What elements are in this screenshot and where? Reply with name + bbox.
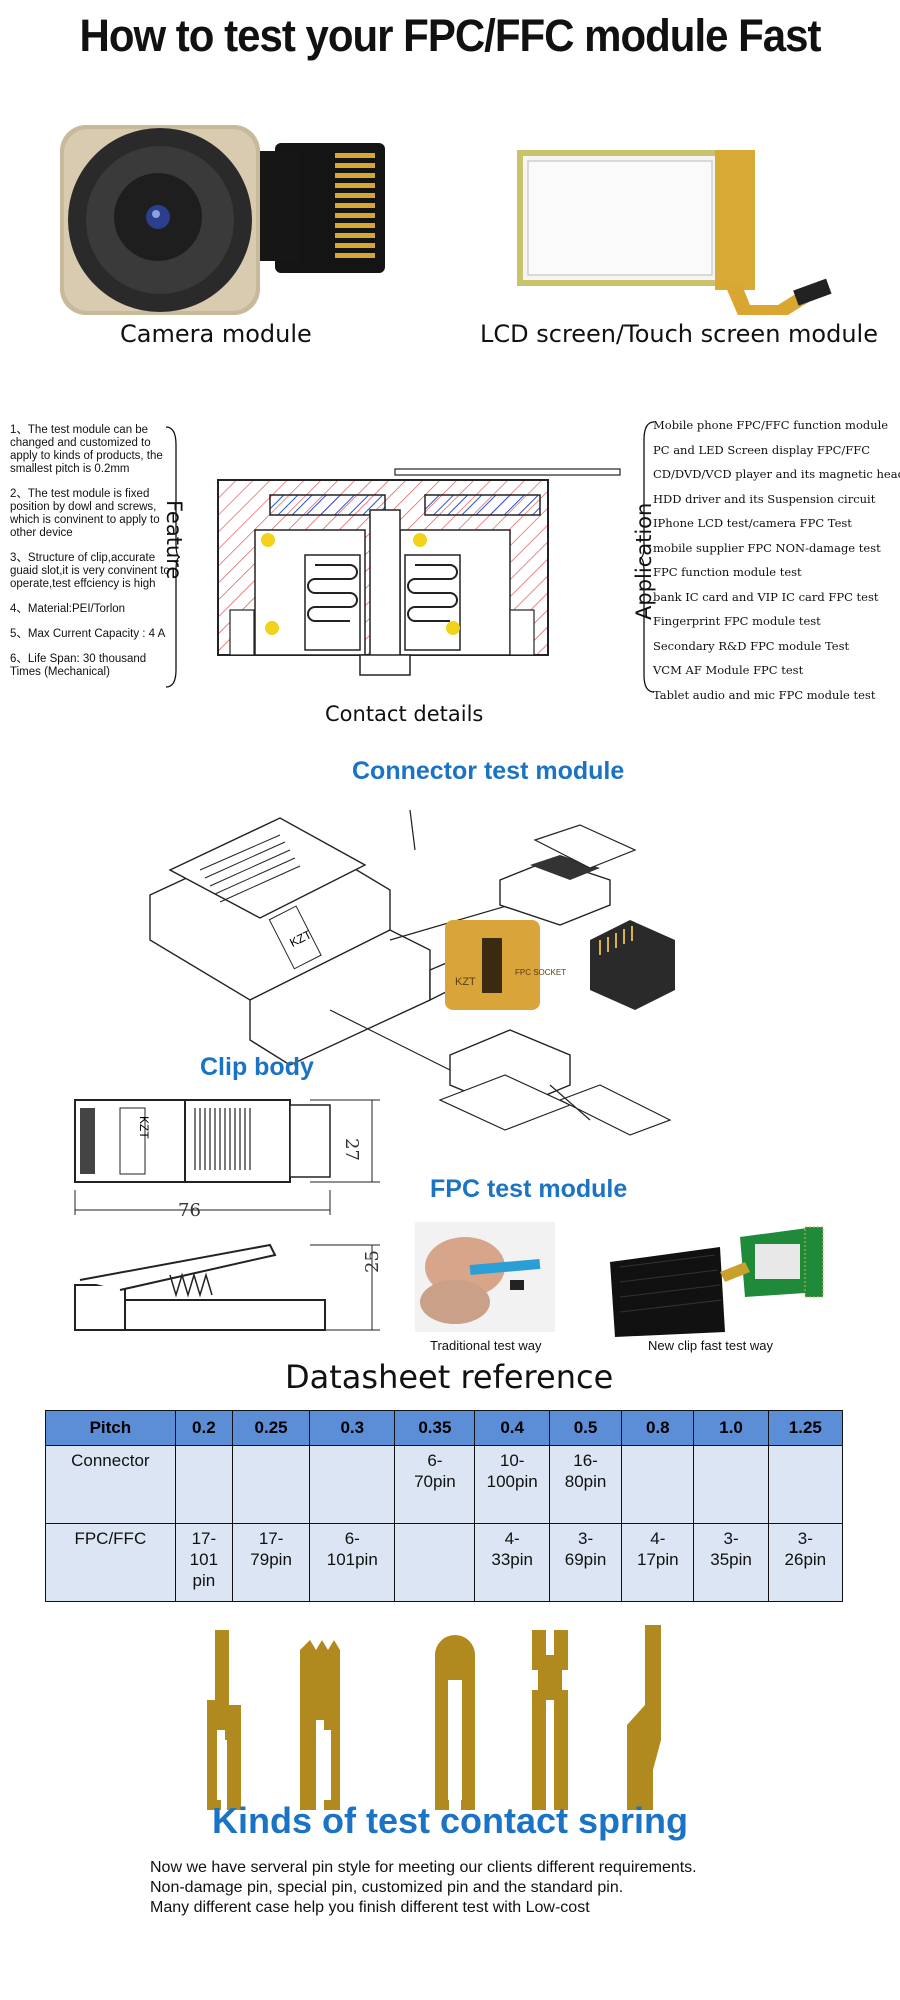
connector-test-module-title: Connector test module <box>352 757 625 785</box>
footer-line: Now we have serveral pin style for meeti… <box>150 1859 697 1876</box>
application-item: PC and LED Screen display FPC/FFC <box>653 442 871 457</box>
table-cell: 6- 70pin <box>394 1445 476 1524</box>
row-label: FPC/FFC <box>45 1523 176 1602</box>
application-item: IPhone LCD test/camera FPC Test <box>653 516 852 530</box>
fpc-socket-label: FPC SOCKET <box>515 968 566 977</box>
clip-body-title: Clip body <box>200 1053 314 1081</box>
table-cell <box>174 1445 234 1524</box>
column-header: 1.25 <box>767 1410 844 1446</box>
footer-line: Non-damage pin, special pin, customized … <box>150 1879 624 1896</box>
clip-exploded-diagram: KZT KZT FPC SOCKET <box>149 809 675 1136</box>
feature-item: 2、The test module is fixed position by d… <box>10 488 160 539</box>
column-header: 0.35 <box>394 1410 476 1446</box>
application-item: bank IC card and VIP IC card FPC test <box>653 589 879 604</box>
clip-top-view-drawing: KZT <box>74 1099 380 1215</box>
new-clip-test-photo <box>610 1226 824 1337</box>
application-item: HDD driver and its Suspension circuit <box>653 491 876 506</box>
fpc-test-module-title: FPC test module <box>430 1175 628 1203</box>
application-item: CD/DVD/VCD player and its magnetic head <box>653 467 900 481</box>
table-cell <box>621 1445 695 1524</box>
feature-item: 4、Material:PEI/Torlon <box>10 603 126 615</box>
clip-width-dimension: 76 <box>178 1200 201 1221</box>
footer-text: Now we have serveral pin style for meeti… <box>150 1858 697 1918</box>
contact-details-caption: Contact details <box>325 702 484 726</box>
column-header: Pitch <box>45 1410 176 1446</box>
table-cell: 3- 35pin <box>693 1523 769 1602</box>
table-row: FPC/FFC 17- 101 pin 17- 79pin 6- 101pin … <box>45 1523 844 1602</box>
table-cell <box>394 1523 476 1602</box>
lcd-module-caption: LCD screen/Touch screen module <box>480 320 878 348</box>
table-cell: 17- 101 pin <box>174 1523 234 1602</box>
table-cell: 4- 33pin <box>474 1523 550 1602</box>
table-cell: 3- 26pin <box>767 1523 844 1602</box>
table-cell <box>309 1445 396 1524</box>
column-header: 0.25 <box>232 1410 311 1446</box>
application-item: Mobile phone FPC/FFC function module <box>653 418 889 432</box>
datasheet-title: Datasheet reference <box>285 1358 614 1396</box>
feature-item: 5、Max Current Capacity : 4 A <box>10 628 166 640</box>
application-item: FPC function module test <box>653 565 802 579</box>
contact-spring-illustration <box>207 1625 661 1810</box>
feature-list: 1、The test module can be changed and cus… <box>10 424 180 691</box>
traditional-test-photo <box>415 1222 555 1332</box>
clip-side-height-dimension: 25 <box>362 1250 383 1273</box>
column-header: 0.4 <box>474 1410 550 1446</box>
application-item: mobile supplier FPC NON-damage test <box>653 540 881 555</box>
page-title: How to test your FPC/FFC module Fast <box>79 10 821 61</box>
application-item: Fingerprint FPC module test <box>653 614 821 628</box>
column-header: 0.8 <box>621 1410 695 1446</box>
table-cell <box>767 1445 844 1524</box>
camera-module-image <box>60 125 385 315</box>
application-brace-icon <box>639 421 655 693</box>
application-item: VCM AF Module FPC test <box>653 663 804 677</box>
application-list: Mobile phone FPC/FFC function module PC … <box>653 418 900 712</box>
column-header: 1.0 <box>693 1410 769 1446</box>
traditional-test-caption: Traditional test way <box>430 1338 542 1353</box>
feature-side-label: Feature <box>162 500 186 580</box>
table-cell: 17- 79pin <box>232 1523 311 1602</box>
application-item: Secondary R&D FPC module Test <box>653 638 850 653</box>
table-cell: 4- 17pin <box>621 1523 695 1602</box>
table-cell: 16- 80pin <box>548 1445 623 1524</box>
lcd-module-image <box>517 150 832 315</box>
footer-line: Many different case help you finish diff… <box>150 1899 590 1916</box>
contact-spring-title: Kinds of test contact spring <box>211 1800 689 1841</box>
table-row: Connector 6- 70pin 10- 100pin 16- 80pin <box>45 1445 844 1524</box>
table-cell: 3- 69pin <box>548 1523 623 1602</box>
clip-side-view-drawing <box>74 1243 380 1331</box>
table-cell: 10- 100pin <box>474 1445 550 1524</box>
feature-item: 1、The test module can be changed and cus… <box>10 424 163 475</box>
column-header: 0.3 <box>309 1410 396 1446</box>
table-cell: 6- 101pin <box>309 1523 396 1602</box>
feature-brace-icon <box>165 426 181 688</box>
new-clip-test-caption: New clip fast test way <box>648 1338 773 1353</box>
clip-top-kzt-label: KZT <box>137 1116 151 1139</box>
table-header-row: Pitch 0.2 0.25 0.3 0.35 0.4 0.5 0.8 1.0 … <box>45 1410 844 1446</box>
camera-module-caption: Camera module <box>120 320 312 348</box>
table-cell <box>693 1445 769 1524</box>
clip-height-dimension: 27 <box>341 1138 362 1161</box>
contact-cross-section-diagram <box>217 468 621 676</box>
table-cell <box>232 1445 311 1524</box>
row-label: Connector <box>45 1445 176 1524</box>
column-header: 0.2 <box>174 1410 234 1446</box>
datasheet-table: Pitch 0.2 0.25 0.3 0.35 0.4 0.5 0.8 1.0 … <box>45 1410 844 1602</box>
socket-kzt-label: KZT <box>455 976 476 988</box>
application-item: Tablet audio and mic FPC module test <box>653 687 876 702</box>
feature-item: 3、Structure of clip,accurate guaid slot,… <box>10 552 170 590</box>
feature-item: 6、Life Span: 30 thousand Times (Mechanic… <box>10 653 147 678</box>
column-header: 0.5 <box>548 1410 623 1446</box>
